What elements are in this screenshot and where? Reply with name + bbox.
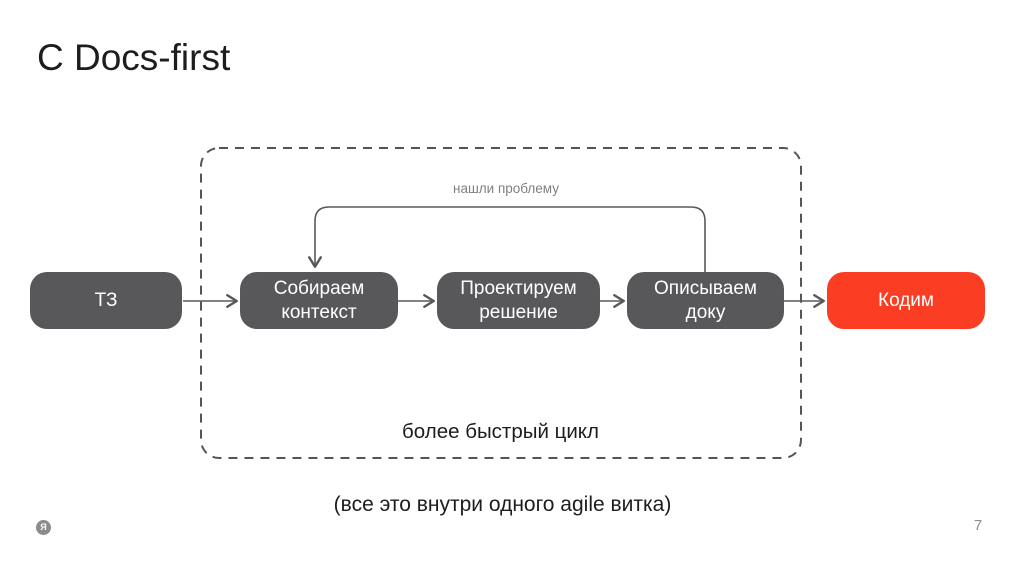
page-number: 7 <box>973 517 983 534</box>
node-describe-doc: Описываем доку <box>627 272 784 329</box>
node-design-solution-label: Проектируем решение <box>460 278 577 323</box>
yandex-logo-icon: Я <box>36 520 51 535</box>
node-code-label: Кодим <box>878 289 934 311</box>
node-collect-context-label: Собираем контекст <box>273 278 365 323</box>
feedback-arrow-label: нашли проблему <box>453 181 559 196</box>
node-tz: ТЗ <box>30 272 182 329</box>
page-title: С Docs-first <box>37 37 231 78</box>
node-tz-label: ТЗ <box>94 289 118 311</box>
yandex-logo-letter: Я <box>40 522 47 532</box>
node-design-solution: Проектируем решение <box>437 272 600 329</box>
cycle-caption: более быстрый цикл <box>402 420 599 443</box>
arrow-feedback-loop <box>308 206 706 272</box>
node-describe-doc-label: Описываем доку <box>654 278 757 323</box>
footnote: (все это внутри одного agile витка) <box>333 493 672 516</box>
node-collect-context: Собираем контекст <box>240 272 398 329</box>
node-code: Кодим <box>827 272 985 329</box>
